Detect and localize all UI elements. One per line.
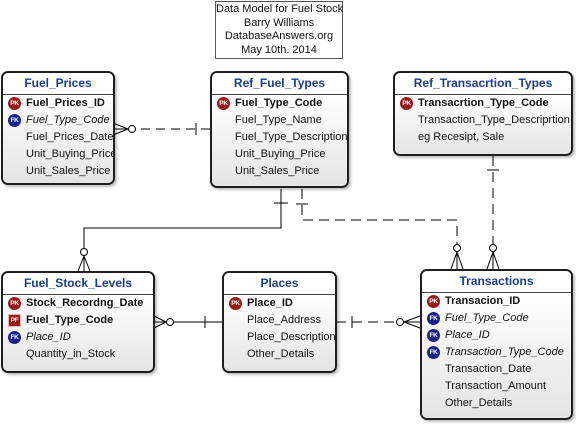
attribute-name: Transaction_Date bbox=[445, 363, 532, 375]
attribute-row: Fuel_Type_Name bbox=[212, 112, 347, 129]
attribute-name: Transaction_Type_Code bbox=[445, 346, 564, 358]
attribute-name: Fuel_Type_Code bbox=[26, 114, 110, 126]
attribute-name: Stock_Recordng_Date bbox=[26, 297, 144, 309]
attribute-row: Fuel_Type_Description bbox=[212, 129, 347, 146]
attribute-row: FK Fuel_Type_Code bbox=[3, 112, 113, 129]
attribute-row: Transaction_Date bbox=[422, 361, 571, 378]
attribute-row: PF Fuel_Type_Code bbox=[3, 312, 153, 329]
primary-foreign-key-icon: PF bbox=[8, 314, 21, 327]
primary-key-icon: PK bbox=[8, 297, 21, 310]
info-line: Data Model for Fuel Stock bbox=[216, 3, 344, 15]
entity-fuel-prices[interactable]: Fuel_Prices PK Fuel_Prices_ID FK Fuel_Type_… bbox=[1, 71, 115, 185]
attribute-name: Unit_Buying_Price bbox=[235, 148, 326, 160]
attribute-row: Fuel_Prices_Date bbox=[3, 129, 113, 146]
attribute-name: Quantity_in_Stock bbox=[26, 348, 116, 360]
attribute-row: FK Place_ID bbox=[422, 327, 571, 344]
attribute-row: Unit_Buying_Price bbox=[3, 146, 113, 163]
attribute-name: Unit_Sales_Price bbox=[26, 165, 111, 177]
rel-fuel-types-to-stock-levels bbox=[77, 189, 288, 272]
attribute-name: eg Recesipt, Sale bbox=[418, 131, 505, 143]
rel-fuel-types-to-transactions bbox=[296, 189, 464, 270]
rel-transaction-types-to-transactions bbox=[486, 156, 500, 270]
attribute-row: PK Transacion_ID bbox=[422, 293, 571, 310]
attribute-row: FK Transaction_Type_Code bbox=[422, 344, 571, 361]
attribute-name: Other_Details bbox=[247, 348, 315, 360]
attribute-name: Fuel_Type_Description bbox=[235, 131, 348, 143]
primary-key-icon: PK bbox=[400, 97, 413, 110]
attribute-name: Transacion_ID bbox=[445, 295, 521, 307]
attribute-name: Fuel_Type_Name bbox=[235, 114, 322, 126]
attribute-name: Place_Address bbox=[247, 314, 321, 326]
rel-places-to-transactions bbox=[336, 315, 421, 329]
foreign-key-icon: FK bbox=[427, 312, 440, 325]
attribute-row: Quantity_in_Stock bbox=[3, 346, 153, 363]
entity-title: Places bbox=[224, 273, 335, 295]
attribute-row: Other_Details bbox=[224, 346, 335, 363]
foreign-key-icon: FK bbox=[8, 331, 21, 344]
attribute-name: Transaction_Amount bbox=[445, 380, 547, 392]
attribute-row: PK Fuel_Type_Code bbox=[212, 95, 347, 112]
entity-title: Fuel_Stock_Levels bbox=[3, 273, 153, 295]
attribute-name: Fuel_Type_Code bbox=[26, 314, 114, 326]
attribute-row: Transaction_Amount bbox=[422, 378, 571, 395]
rel-places-to-stock-levels bbox=[153, 315, 222, 329]
info-line: Barry Williams bbox=[243, 16, 315, 29]
info-line: DatabaseAnswers.org bbox=[224, 30, 334, 42]
foreign-key-icon: FK bbox=[8, 114, 21, 127]
attribute-name: Place_Description bbox=[247, 331, 336, 343]
attribute-row: PK Place_ID bbox=[224, 295, 335, 312]
attribute-name: Fuel_Prices_ID bbox=[26, 97, 105, 109]
attribute-row: Transaction_Type_Descriprtion bbox=[395, 112, 571, 129]
attribute-name: Fuel_Type_Code bbox=[445, 312, 529, 324]
attribute-row: PK Stock_Recordng_Date bbox=[3, 295, 153, 312]
foreign-key-icon: FK bbox=[427, 346, 440, 359]
attribute-name: Unit_Buying_Price bbox=[26, 148, 115, 160]
attribute-row: Unit_Sales_Price bbox=[3, 163, 113, 180]
entity-transactions[interactable]: Transactions PK Transacion_ID FK Fuel_Type_… bbox=[420, 269, 573, 420]
attribute-name: Transaction_Type_Descriprtion bbox=[418, 114, 570, 126]
attribute-name: Fuel_Prices_Date bbox=[26, 131, 114, 143]
attribute-name: Other_Details bbox=[445, 397, 513, 409]
rel-fuel-types-to-fuel-prices bbox=[112, 122, 210, 136]
entity-title: Ref_Transacrtion_Types bbox=[395, 73, 571, 95]
entity-title: Transactions bbox=[422, 271, 571, 293]
attribute-name: Place_ID bbox=[26, 331, 71, 343]
attribute-row: Place_Description bbox=[224, 329, 335, 346]
attribute-name: Fuel_Type_Code bbox=[235, 97, 323, 109]
attribute-row: Other_Details bbox=[422, 395, 571, 412]
attribute-row: Unit_Sales_Price bbox=[212, 163, 347, 180]
attribute-name: Place_ID bbox=[247, 297, 293, 309]
attribute-row: FK Fuel_Type_Code bbox=[422, 310, 571, 327]
primary-key-icon: PK bbox=[229, 297, 242, 310]
foreign-key-icon: FK bbox=[427, 329, 440, 342]
primary-key-icon: PK bbox=[427, 295, 440, 308]
entity-title: Fuel_Prices bbox=[3, 73, 113, 95]
entity-title: Ref_Fuel_Types bbox=[212, 73, 347, 95]
attribute-row: eg Recesipt, Sale bbox=[395, 129, 571, 146]
primary-key-icon: PK bbox=[217, 97, 230, 110]
attribute-name: Unit_Sales_Price bbox=[235, 165, 320, 177]
attribute-row: PK Fuel_Prices_ID bbox=[3, 95, 113, 112]
attribute-name: Transacrtion_Type_Code bbox=[418, 97, 549, 109]
info-line: May 10th. 2014 bbox=[241, 43, 317, 56]
attribute-row: Unit_Buying_Price bbox=[212, 146, 347, 163]
attribute-row: PK Transacrtion_Type_Code bbox=[395, 95, 571, 112]
primary-key-icon: PK bbox=[8, 97, 21, 110]
attribute-name: Place_ID bbox=[445, 329, 490, 341]
entity-ref-transacrtion-types[interactable]: Ref_Transacrtion_Types PK Transacrtion_Ty… bbox=[393, 71, 573, 156]
attribute-row: Place_Address bbox=[224, 312, 335, 329]
attribute-row: FK Place_ID bbox=[3, 329, 153, 346]
diagram-info-box: Data Model for Fuel Stock Barry Williams… bbox=[215, 1, 343, 59]
